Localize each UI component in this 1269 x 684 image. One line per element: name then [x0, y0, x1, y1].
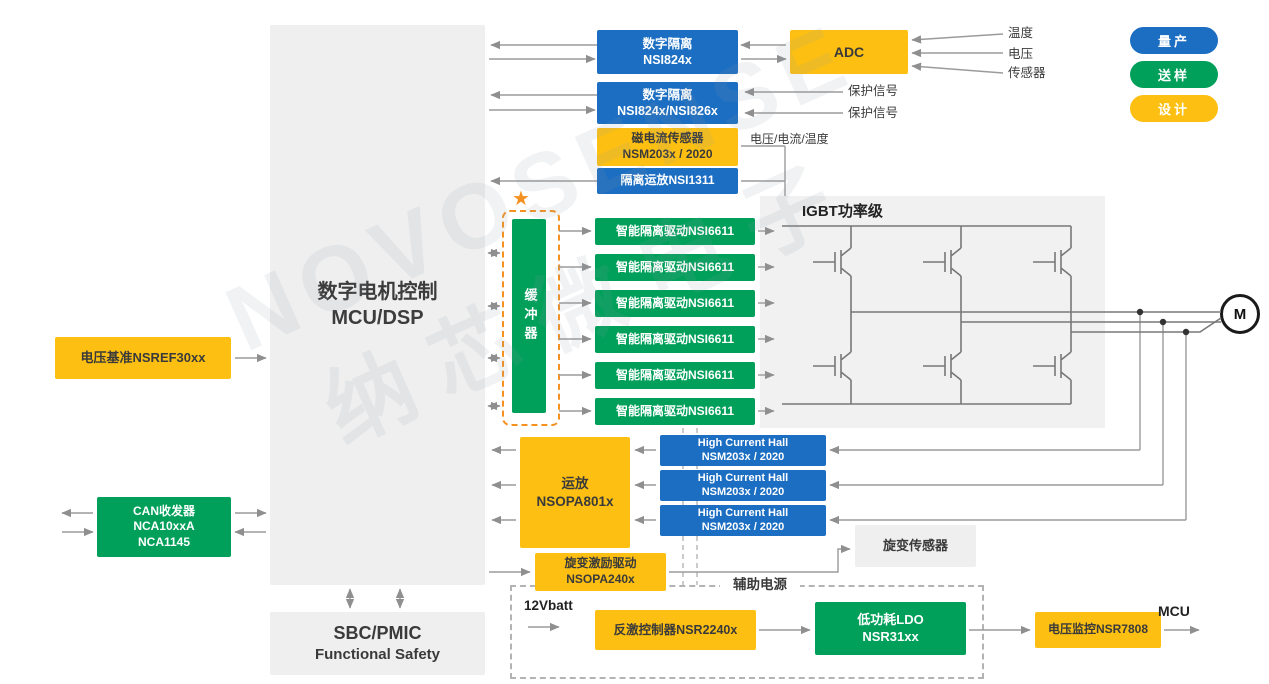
voltage-current-temp-label: 电压/电流/温度 [750, 132, 829, 146]
can-line3: NCA1145 [137, 534, 191, 549]
can-transceiver-block: CAN收发器 NCA10xxA NCA1145 [97, 497, 231, 557]
adc-input-temperature: 温度 [1008, 26, 1034, 40]
gate-driver-label: 智能隔离驱动NSI6611 [615, 367, 735, 382]
protect-signal-label-2: 保护信号 [848, 106, 899, 120]
resolver-sensor-block: 旋变传感器 [855, 525, 976, 567]
legend-mass-production: 量产 [1130, 27, 1218, 54]
iso1-line2: NSI824x [643, 53, 692, 67]
gate-driver-block-2: 智能隔离驱动NSI6611 [595, 254, 755, 281]
buffer-dashed-outline [502, 210, 560, 426]
digital-isolation-2-block: 数字隔离 NSI824x/NSI826x [597, 82, 738, 124]
motor-symbol: M [1220, 294, 1260, 334]
sbc-pmic-block: SBC/PMIC Functional Safety [270, 612, 485, 675]
legend-design: 设计 [1130, 95, 1218, 122]
hall-sensor-block-1: High Current Hall NSM203x / 2020 [660, 435, 826, 466]
resolver-exciter-block: 旋变激励驱动 NSOPA240x [535, 553, 666, 591]
exciter-line2: NSOPA240x [566, 572, 635, 586]
voltage-monitor-block: 电压监控NSR7808 [1035, 612, 1161, 648]
ldo-line2: NSR31xx [862, 628, 919, 644]
igbt-power-stage-region [760, 196, 1105, 428]
hall-line1: High Current Hall [697, 436, 789, 449]
star-icon: ★ [512, 188, 530, 210]
gate-driver-label: 智能隔离驱动NSI6611 [615, 259, 735, 274]
hall-line1: High Current Hall [697, 471, 789, 484]
digital-isolation-1-block: 数字隔离 NSI824x [597, 30, 738, 74]
aux-power-title: 辅助电源 [720, 577, 800, 594]
gate-driver-block-1: 智能隔离驱动NSI6611 [595, 218, 755, 245]
adc-label: ADC [833, 43, 865, 60]
gate-driver-label: 智能隔离驱动NSI6611 [615, 403, 735, 418]
adc-block: ADC [790, 30, 908, 74]
hall-sensor-block-2: High Current Hall NSM203x / 2020 [660, 470, 826, 501]
igbt-power-stage-title: IGBT功率级 [802, 203, 883, 220]
isolated-amplifier-block: 隔离运放NSI1311 [597, 168, 738, 194]
mcu-dsp-line1: 数字电机控制 [317, 281, 438, 303]
hall-line2: NSM203x / 2020 [701, 485, 785, 498]
iso2-line2: NSI824x/NSI826x [617, 104, 718, 118]
opamp-block: 运放 NSOPA801x [520, 437, 630, 548]
mcu-output-label: MCU [1158, 603, 1190, 619]
buffer-label: 缓冲器 [522, 287, 538, 345]
gate-driver-block-6: 智能隔离驱动NSI6611 [595, 398, 755, 425]
adc-input-sensor: 传感器 [1008, 66, 1046, 80]
gate-driver-block-5: 智能隔离驱动NSI6611 [595, 362, 755, 389]
gate-driver-label: 智能隔离驱动NSI6611 [615, 331, 735, 346]
sbc-pmic-line1: SBC/PMIC [333, 623, 422, 644]
mcu-dsp-block: 数字电机控制 MCU/DSP [270, 25, 485, 585]
iso1-line1: 数字隔离 [642, 36, 693, 51]
sbc-pmic-line2: Functional Safety [314, 646, 441, 664]
exciter-line1: 旋变激励驱动 [564, 556, 637, 571]
adc-input-voltage: 电压 [1008, 47, 1034, 61]
gate-driver-block-4: 智能隔离驱动NSI6611 [595, 326, 755, 353]
mcu-dsp-line2: MCU/DSP [331, 307, 424, 329]
hall-line2: NSM203x / 2020 [701, 520, 785, 533]
can-line2: NCA10xxA [133, 519, 195, 534]
protect-signal-label-1: 保护信号 [848, 84, 899, 98]
opamp-line2: NSOPA801x [536, 493, 614, 509]
flyback-label: 反激控制器NSR2240x [613, 622, 738, 637]
mag-line2: NSM203x / 2020 [622, 147, 713, 161]
gate-driver-block-3: 智能隔离驱动NSI6611 [595, 290, 755, 317]
resolver-sensor-label: 旋变传感器 [882, 537, 948, 553]
legend-sampling: 送样 [1130, 61, 1218, 88]
hall-sensor-block-3: High Current Hall NSM203x / 2020 [660, 505, 826, 536]
voltage-reference-label: 电压基准NSREF30xx [80, 349, 206, 365]
mag-line1: 磁电流传感器 [631, 131, 704, 146]
isoamp-label: 隔离运放NSI1311 [620, 173, 715, 188]
vbatt-label: 12Vbatt [524, 598, 573, 613]
flyback-controller-block: 反激控制器NSR2240x [595, 610, 756, 650]
ldo-block: 低功耗LDO NSR31xx [815, 602, 966, 655]
buffer-block: 缓冲器 [512, 219, 546, 413]
voltage-monitor-label: 电压监控NSR7808 [1047, 622, 1149, 637]
opamp-line1: 运放 [561, 475, 589, 491]
ldo-line1: 低功耗LDO [857, 611, 924, 627]
gate-driver-label: 智能隔离驱动NSI6611 [615, 295, 735, 310]
voltage-reference-block: 电压基准NSREF30xx [55, 337, 231, 379]
magnetic-current-sensor-block: 磁电流传感器 NSM203x / 2020 [597, 128, 738, 166]
can-line1: CAN收发器 [133, 503, 195, 518]
gate-driver-label: 智能隔离驱动NSI6611 [615, 223, 735, 238]
hall-line1: High Current Hall [697, 506, 789, 519]
iso2-line1: 数字隔离 [642, 87, 693, 102]
hall-line2: NSM203x / 2020 [701, 450, 785, 463]
